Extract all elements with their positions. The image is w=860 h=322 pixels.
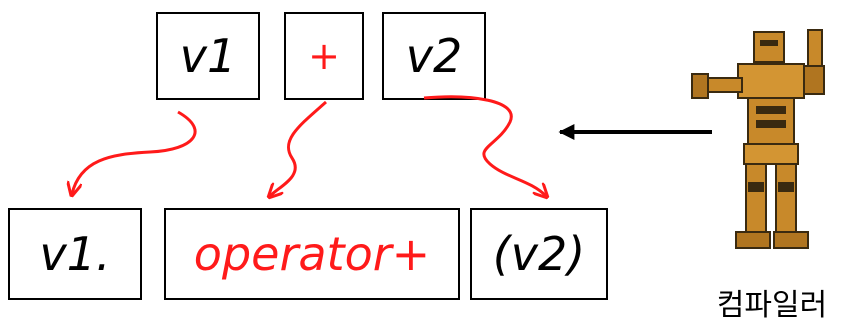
- arrow-v2-to-paren: [423, 95, 546, 196]
- box-v2-top: v2: [382, 12, 486, 100]
- label-v1-top: v1: [179, 29, 237, 83]
- label-v1-dot: v1.: [39, 227, 111, 281]
- box-operator-bottom: operator+: [164, 208, 460, 300]
- box-v2-paren-bottom: (v2): [470, 208, 608, 300]
- label-operator: operator+: [193, 227, 431, 281]
- box-plus-top: +: [284, 12, 364, 100]
- arrow-v1-to-v1dot: [72, 110, 197, 194]
- label-plus-top: +: [308, 34, 340, 78]
- compiler-caption: 컴파일러: [716, 288, 828, 322]
- box-v1-dot-bottom: v1.: [8, 208, 142, 300]
- box-v1-top: v1: [156, 12, 260, 100]
- label-v2-paren: (v2): [492, 227, 586, 281]
- robot-icon: [691, 29, 825, 249]
- label-v2-top: v2: [405, 29, 463, 83]
- arrow-plus-to-operator: [270, 100, 327, 196]
